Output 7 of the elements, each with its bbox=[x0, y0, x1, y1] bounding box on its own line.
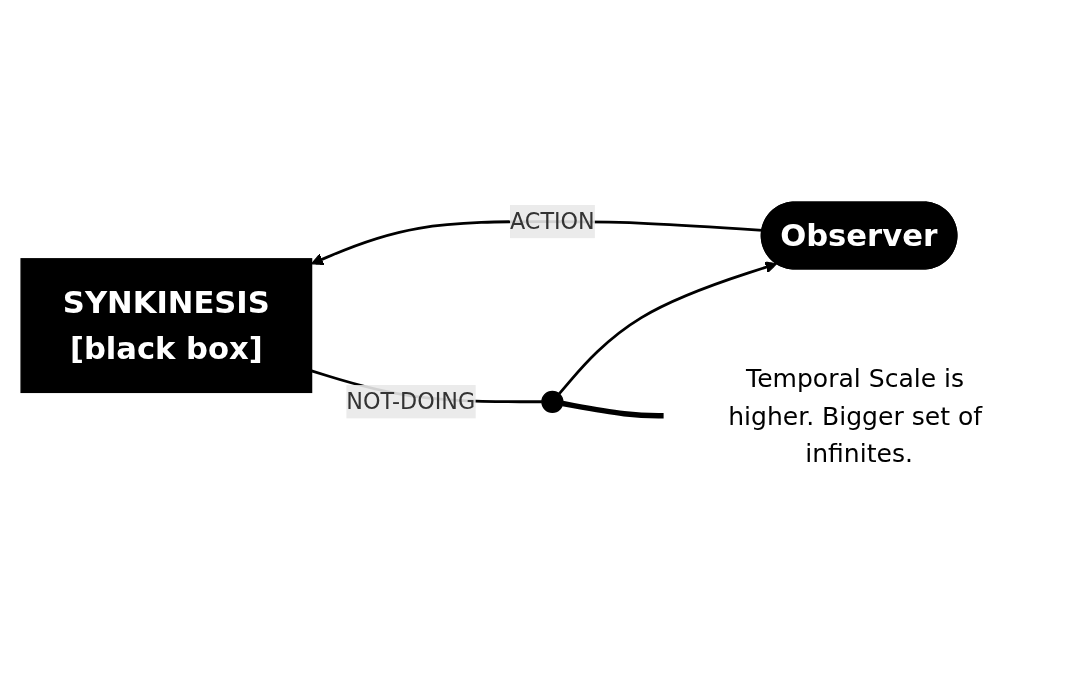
connector bbox=[562, 400, 665, 419]
node-circle bbox=[541, 390, 564, 413]
edge-label: NOT-DOING bbox=[346, 387, 476, 415]
arrow bbox=[558, 261, 778, 395]
edge-label: ACTION bbox=[510, 207, 595, 235]
node-box: SYNKINESIS [black box] bbox=[20, 258, 313, 394]
node-text: Temporal Scale is higher. Bigger set of infinites. bbox=[728, 363, 983, 468]
